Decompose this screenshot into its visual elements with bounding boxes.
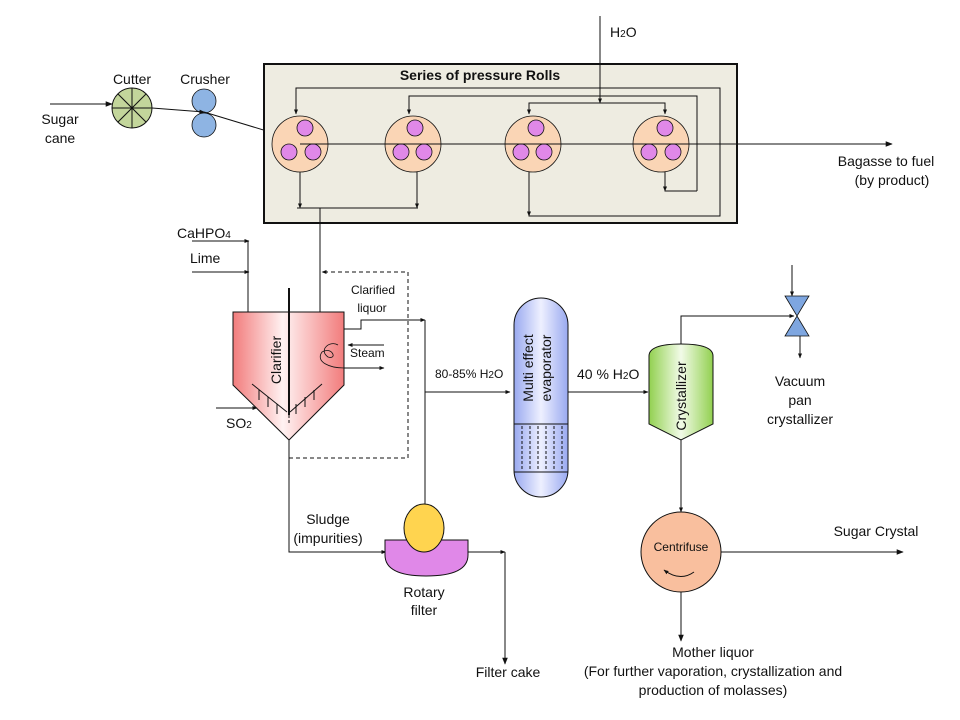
sugar-crystal-label: Sugar Crystal <box>834 523 919 539</box>
valve-bottom-icon <box>784 315 810 337</box>
crusher-roll-top-icon <box>191 88 217 114</box>
sugar-cane-input: Sugar cane <box>41 101 113 146</box>
sugar-cane-label-2: cane <box>45 130 76 146</box>
evaporator-label-2: evaporator <box>538 334 554 401</box>
rotary-filter-base-icon <box>384 539 469 577</box>
crystallizer-label: Crystallizer <box>673 361 689 431</box>
h2o-input-label: H2O <box>610 24 637 40</box>
so2-label: SO2 <box>226 415 252 431</box>
sludge-label: Sludge <box>306 511 350 527</box>
vacuum-pan-label-2: pan <box>788 392 811 408</box>
mother-liquor-label-2: (For further vaporation, crystallization… <box>584 663 842 679</box>
steam-coil-icon <box>319 343 345 369</box>
clarified-liquor-label-2: liquor <box>357 301 386 315</box>
multi-effect-evaporator: Multi effect evaporator <box>513 297 569 498</box>
cutter: Cutter <box>111 71 153 129</box>
filter-cake-label: Filter cake <box>476 664 541 680</box>
steam-label: Steam <box>350 346 385 360</box>
vacuum-pan-label: Vacuum <box>775 373 825 389</box>
lime-label: Lime <box>190 250 221 266</box>
pressure-rolls-title: Series of pressure Rolls <box>400 67 561 83</box>
rotary-filter: Rotary filter <box>384 503 469 618</box>
sugar-cane-label: Sugar <box>41 111 79 127</box>
rotary-filter-label: Rotary <box>403 584 444 600</box>
bagasse-label: Bagasse to fuel <box>838 153 935 169</box>
clarifier: Clarifier <box>232 288 345 441</box>
cahpo4-label: CaHPO4 <box>177 225 231 241</box>
crusher-label: Crusher <box>180 71 230 87</box>
cutter-label: Cutter <box>113 71 151 87</box>
vacuum-pan-label-3: crystallizer <box>767 411 833 427</box>
clarifier-label: Clarifier <box>268 336 284 385</box>
crystallizer: Crystallizer <box>648 343 714 441</box>
mother-liquor-label: Mother liquor <box>672 644 754 660</box>
clarified-liquor-label: Clarified <box>351 283 395 297</box>
pressure-rolls-unit: Series of pressure Rolls <box>263 16 893 224</box>
rotation-arrow-icon <box>663 569 695 577</box>
vacuum-pan-crystallizer: Vacuum pan crystallizer <box>767 265 833 427</box>
feed-water-label: 80-85% H2O <box>435 367 503 381</box>
mother-liquor-label-3: production of molasses) <box>639 682 788 698</box>
centrifuse: Centrifuse <box>640 511 722 593</box>
crusher: Crusher <box>180 71 230 138</box>
bagasse-label-2: (by product) <box>855 172 930 188</box>
valve-top-icon <box>784 295 810 317</box>
evaporator-label: Multi effect <box>520 334 536 402</box>
centrifuse-label: Centrifuse <box>654 540 709 554</box>
rotary-filter-drum-icon <box>403 503 445 553</box>
rotary-filter-label-2: filter <box>411 602 438 618</box>
crusher-roll-bottom-icon <box>191 112 217 138</box>
sludge-label-2: (impurities) <box>293 530 362 546</box>
out-water-label: 40 % H2O <box>577 366 639 382</box>
